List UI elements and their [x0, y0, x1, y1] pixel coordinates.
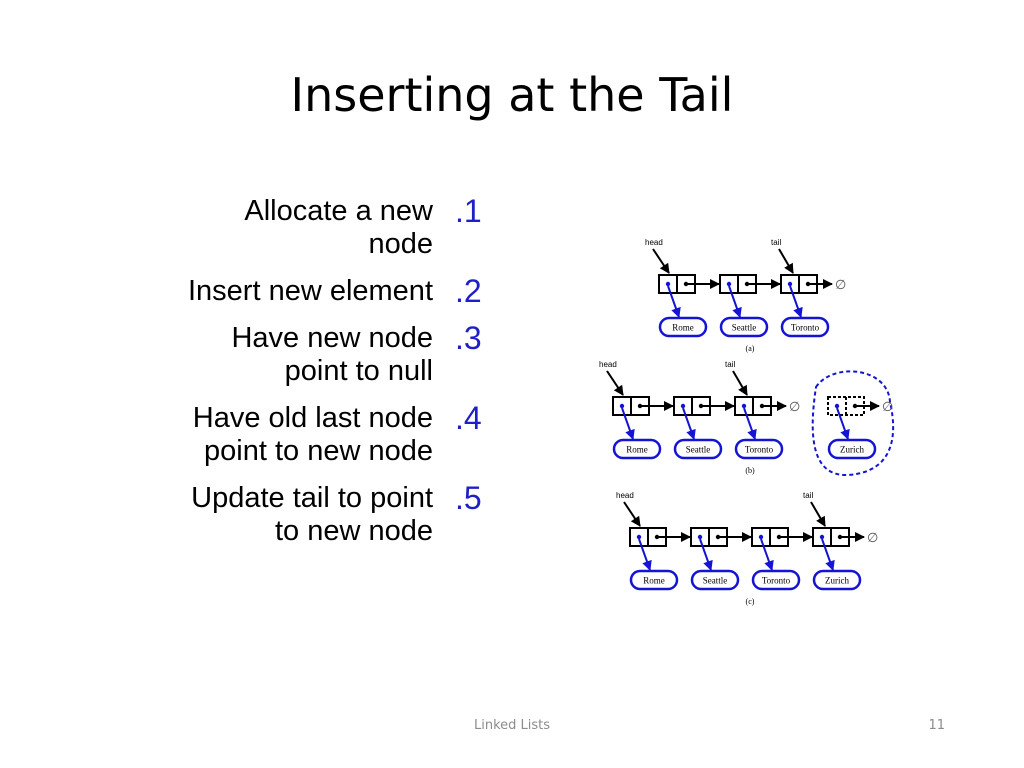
- element-box: [751, 569, 801, 591]
- element-label: Toronto: [762, 576, 791, 586]
- tail-arrow: [810, 501, 826, 527]
- null-symbol: ∅: [789, 400, 800, 415]
- element-label: Toronto: [745, 445, 774, 455]
- element-pointer-dot: [680, 403, 686, 409]
- head-arrow: [606, 370, 624, 396]
- tail-label: tail: [771, 238, 781, 247]
- element-label: Seattle: [732, 323, 757, 333]
- element-pointer-dot: [819, 534, 825, 540]
- step-text-line: to new node: [274, 515, 433, 547]
- head-label: head: [645, 238, 663, 247]
- element-box: [812, 569, 862, 591]
- step-number: .2: [455, 273, 482, 309]
- element-pointer-dot: [787, 281, 793, 287]
- element-label: Rome: [626, 445, 648, 455]
- element-arrow: [836, 407, 850, 440]
- slide-title: Inserting at the Tail: [290, 68, 734, 122]
- step-text-line: node: [368, 228, 433, 260]
- element-arrow: [760, 538, 774, 571]
- step-text-line: point to null: [284, 355, 433, 387]
- step-item: .4 Have old last node point to new node: [40, 402, 510, 468]
- element-pointer-dot: [697, 534, 703, 540]
- element-pointer-dot: [619, 403, 625, 409]
- element-label: Zurich: [825, 576, 849, 586]
- panel-caption: (a): [746, 344, 755, 353]
- step-number: .1: [455, 193, 482, 229]
- element-arrow: [728, 285, 742, 318]
- element-label: Seattle: [703, 576, 728, 586]
- slide-footer: Linked Lists: [473, 718, 551, 733]
- head-label: head: [616, 491, 634, 500]
- new-node-outline: [811, 370, 895, 477]
- element-label: Rome: [643, 576, 665, 586]
- element-label: Seattle: [686, 445, 711, 455]
- step-item: .3 Have new node point to null: [40, 322, 510, 388]
- null-symbol: ∅: [867, 531, 878, 546]
- panel-caption: (c): [746, 597, 755, 606]
- tail-label: tail: [725, 360, 735, 369]
- element-arrow: [638, 538, 652, 571]
- element-arrow: [682, 407, 696, 440]
- element-pointer-dot: [665, 281, 671, 287]
- head-arrow: [652, 248, 670, 274]
- null-symbol: ∅: [835, 278, 846, 293]
- element-pointer-dot: [741, 403, 747, 409]
- tail-label: tail: [803, 491, 813, 500]
- step-list: .1 Allocate a new node .2 Insert new ele…: [40, 195, 510, 562]
- step-text-line: point to new node: [204, 435, 433, 467]
- step-text-line: Insert new element: [187, 275, 433, 307]
- step-text-line: Allocate a new: [244, 195, 433, 227]
- element-box: [719, 316, 769, 338]
- element-label: Toronto: [791, 323, 820, 333]
- head-label: head: [599, 360, 617, 369]
- tail-arrow: [732, 370, 748, 396]
- element-arrow: [743, 407, 757, 440]
- step-item: .5 Update tail to point to new node: [40, 482, 510, 548]
- step-number: .4: [455, 400, 482, 436]
- element-pointer-dot: [726, 281, 732, 287]
- step-text-line: Have new node: [231, 322, 433, 354]
- step-item: .1 Allocate a new node: [40, 195, 510, 261]
- element-label: Zurich: [840, 445, 864, 455]
- null-symbol: ∅: [882, 400, 893, 415]
- page-number: 11: [928, 718, 945, 733]
- panel-caption: (b): [745, 466, 755, 475]
- element-pointer-dot: [636, 534, 642, 540]
- element-box: [827, 438, 877, 460]
- element-box: [673, 438, 723, 460]
- step-item: .2 Insert new element: [40, 275, 510, 308]
- element-pointer-dot: [758, 534, 764, 540]
- element-box: [690, 569, 740, 591]
- step-number: .5: [455, 480, 482, 516]
- element-arrow: [821, 538, 835, 571]
- element-arrow: [667, 285, 681, 318]
- step-number: .3: [455, 320, 482, 356]
- element-box: [612, 438, 662, 460]
- element-box: [629, 569, 679, 591]
- head-arrow: [623, 501, 641, 527]
- element-arrow: [699, 538, 713, 571]
- tail-arrow: [778, 248, 794, 274]
- element-arrow: [621, 407, 635, 440]
- element-box: [780, 316, 830, 338]
- element-box: [658, 316, 708, 338]
- element-pointer-dot: [834, 403, 840, 409]
- step-text-line: Have old last node: [192, 402, 433, 434]
- element-arrow: [789, 285, 803, 318]
- element-label: Rome: [672, 323, 694, 333]
- step-text-line: Update tail to point: [191, 482, 433, 514]
- element-box: [734, 438, 784, 460]
